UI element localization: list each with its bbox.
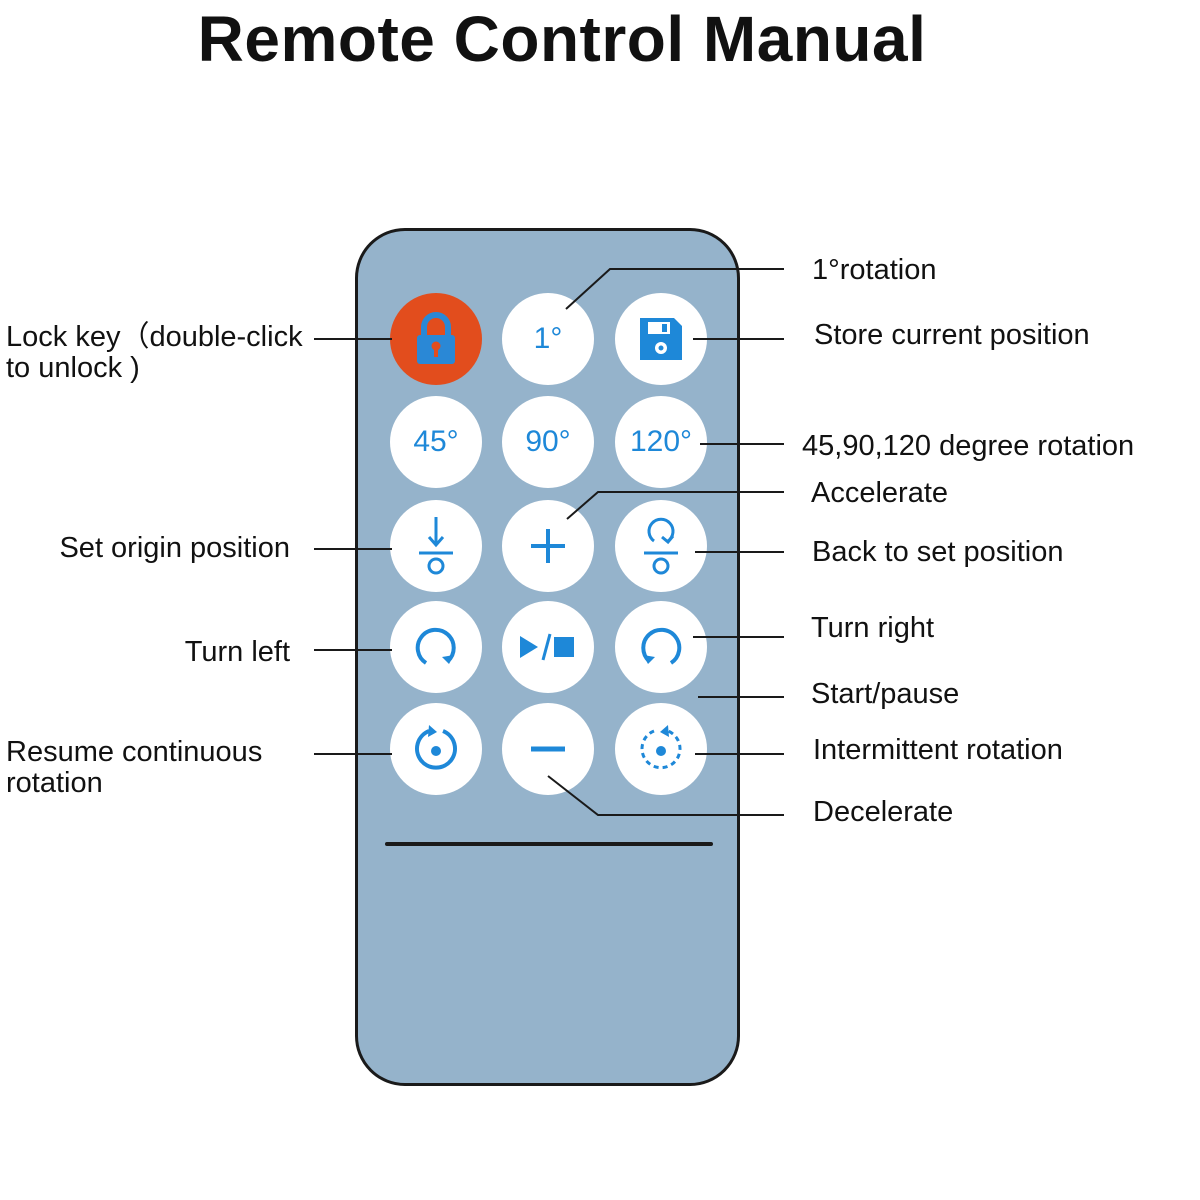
- decelerate-label: Decelerate: [813, 796, 954, 828]
- turn-left-label: Turn left: [184, 636, 290, 668]
- arrow-down-to-origin-icon: [419, 517, 453, 575]
- start-pause-label: Start/pause: [811, 678, 960, 710]
- lock-icon: [417, 312, 455, 364]
- resume-label-line1: Resume continuous: [6, 736, 263, 768]
- deg90-button[interactable]: 90°: [502, 396, 594, 488]
- back-to-set-label: Back to set position: [812, 536, 1064, 568]
- lock-button[interactable]: [390, 293, 482, 385]
- accelerate-button[interactable]: [502, 500, 594, 592]
- clockwise-arrow-icon: [415, 627, 456, 665]
- resume-rotation-button[interactable]: [390, 703, 482, 795]
- intermittent-rotation-button[interactable]: [615, 703, 707, 795]
- dashed-rotation-icon: [640, 725, 682, 770]
- play-stop-icon: [520, 633, 574, 661]
- counterclockwise-arrow-icon: [641, 627, 682, 665]
- one-degree-button[interactable]: 1°: [502, 293, 594, 385]
- continuous-rotation-icon: [415, 725, 457, 770]
- return-to-position-icon: [644, 517, 678, 575]
- deg90-label: 90°: [525, 425, 571, 458]
- set-origin-label: Set origin position: [59, 532, 290, 564]
- plus-icon: [531, 529, 565, 563]
- leader-decelerate: [547, 775, 784, 816]
- deg45-button[interactable]: 45°: [390, 396, 482, 488]
- resume-rotation-label: Resume continuous rotation: [6, 737, 262, 799]
- leader-one-degree: [565, 268, 784, 310]
- one-degree-label: 1°: [533, 322, 563, 355]
- leader-accelerate: [566, 491, 784, 520]
- intermittent-rotation-label: Intermittent rotation: [813, 734, 1063, 766]
- start-pause-button[interactable]: [502, 601, 594, 693]
- remote-divider: [385, 842, 713, 846]
- degree-rotation-label: 45,90,120 degree rotation: [802, 430, 1135, 462]
- accelerate-label: Accelerate: [811, 477, 949, 509]
- store-position-label: Store current position: [814, 319, 1090, 351]
- decelerate-button[interactable]: [502, 703, 594, 795]
- resume-label-line2: rotation: [6, 767, 103, 799]
- lock-key-label-line2: to unlock ): [6, 352, 140, 384]
- deg120-label: 120°: [629, 425, 693, 458]
- lock-key-label: Lock key（double-click to unlock ): [6, 322, 303, 384]
- minus-icon: [531, 746, 565, 752]
- floppy-disk-icon: [640, 318, 682, 360]
- set-origin-button[interactable]: [390, 500, 482, 592]
- deg45-label: 45°: [413, 425, 459, 458]
- store-position-button[interactable]: [615, 293, 707, 385]
- one-degree-rotation-label: 1°rotation: [812, 254, 937, 286]
- turn-left-button[interactable]: [390, 601, 482, 693]
- turn-right-label: Turn right: [811, 612, 935, 644]
- turn-right-button[interactable]: [615, 601, 707, 693]
- lock-key-label-line1: Lock key（double-click: [6, 321, 303, 353]
- back-to-position-button[interactable]: [615, 500, 707, 592]
- deg120-button[interactable]: 120°: [615, 396, 707, 488]
- page-title: Remote Control Manual: [197, 3, 927, 75]
